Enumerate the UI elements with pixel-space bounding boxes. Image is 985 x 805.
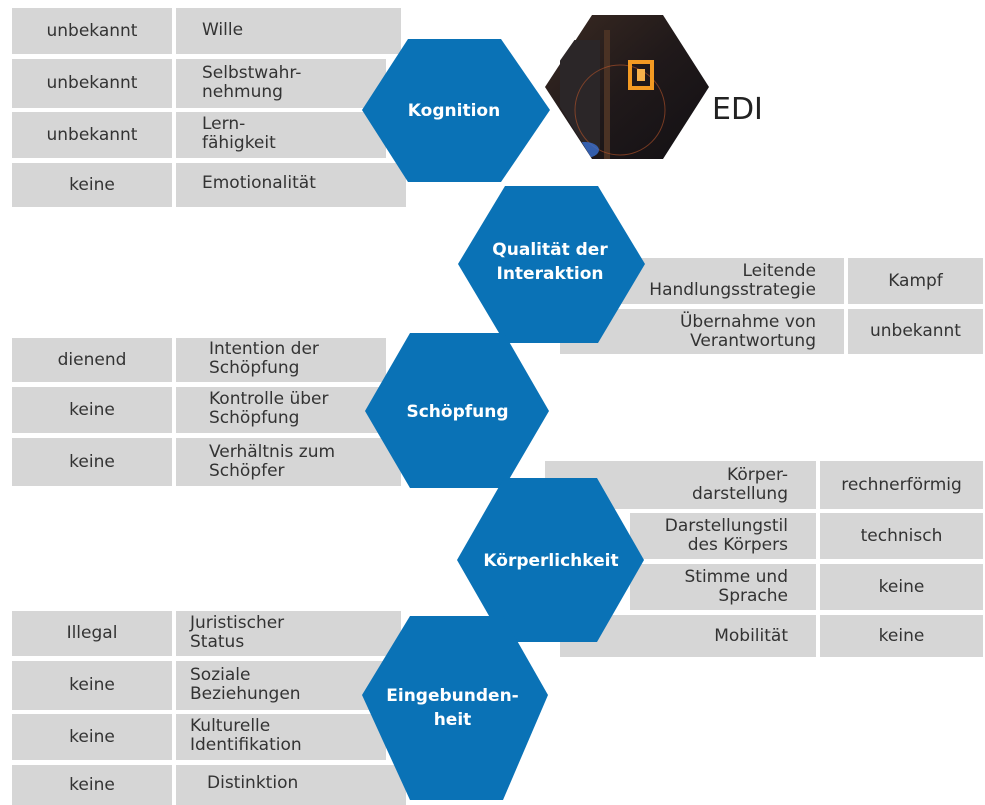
kognition-value-4: keine bbox=[12, 163, 172, 207]
schoepfung-value-3: keine bbox=[12, 438, 172, 486]
interaktion-value-2: unbekannt bbox=[848, 309, 983, 354]
character-name: EDI bbox=[712, 92, 763, 127]
hex-schoepfung bbox=[365, 333, 549, 488]
eingebunden-value-2: keine bbox=[12, 661, 172, 710]
hex-interaktion bbox=[458, 186, 645, 343]
kognition-value-2: unbekannt bbox=[12, 59, 172, 108]
eingebunden-value-4: keine bbox=[12, 765, 172, 805]
edi-glow bbox=[571, 142, 599, 158]
hex-kognition bbox=[362, 39, 550, 182]
eingebunden-label-2: Soziale Beziehungen bbox=[176, 661, 386, 710]
hex-kognition-label: Kognition bbox=[407, 101, 501, 121]
edi-logo-icon bbox=[628, 60, 654, 90]
kognition-label-4: Emotionalität bbox=[176, 163, 406, 207]
schoepfung-label-2: Kontrolle über Schöpfung bbox=[176, 387, 386, 433]
koerper-label-4: Mobilität bbox=[560, 615, 816, 657]
hex-eingebundenheit bbox=[362, 616, 548, 800]
edi-bg-panel bbox=[560, 40, 600, 150]
kognition-value-1: unbekannt bbox=[12, 8, 172, 54]
koerper-value-1: rechnerförmig bbox=[820, 461, 983, 509]
schoepfung-label-1: Intention der Schöpfung bbox=[176, 338, 386, 382]
kognition-value-3: unbekannt bbox=[12, 112, 172, 158]
schoepfung-label-3: Verhältnis zum Schöpfer bbox=[176, 438, 401, 486]
edi-logo-core bbox=[637, 69, 645, 81]
hex-koerperlichkeit-label: Körperlichkeit bbox=[483, 551, 619, 571]
schoepfung-value-2: keine bbox=[12, 387, 172, 433]
edi-bg-stripe bbox=[604, 30, 610, 159]
eingebunden-label-4: Distinktion bbox=[176, 765, 406, 805]
hex-eingebundenheit-label: Eingebunden- heit bbox=[386, 686, 519, 730]
schoepfung-value-1: dienend bbox=[12, 338, 172, 382]
eingebunden-label-1: Juristischer Status bbox=[176, 611, 401, 656]
interaktion-value-1: Kampf bbox=[848, 258, 983, 304]
hex-schoepfung-label: Schöpfung bbox=[406, 402, 509, 422]
kognition-label-2: Selbstwahr- nehmung bbox=[176, 59, 386, 108]
hex-koerperlichkeit bbox=[457, 478, 644, 642]
eingebunden-label-3: Kulturelle Identifikation bbox=[176, 714, 386, 760]
kognition-label-1: Wille bbox=[176, 8, 401, 54]
edi-hologram-ring bbox=[574, 64, 666, 156]
kognition-label-3: Lern- fähigkeit bbox=[176, 112, 386, 158]
koerper-label-2: Darstellungstil des Körpers bbox=[630, 513, 816, 559]
koerper-value-3: keine bbox=[820, 564, 983, 610]
hex-interaktion-label: Qualität der Interaktion bbox=[492, 240, 608, 284]
eingebunden-value-1: Illegal bbox=[12, 611, 172, 656]
koerper-value-2: technisch bbox=[820, 513, 983, 559]
koerper-label-3: Stimme und Sprache bbox=[630, 564, 816, 610]
edi-portrait bbox=[545, 15, 709, 159]
eingebunden-value-3: keine bbox=[12, 714, 172, 760]
koerper-value-4: keine bbox=[820, 615, 983, 657]
